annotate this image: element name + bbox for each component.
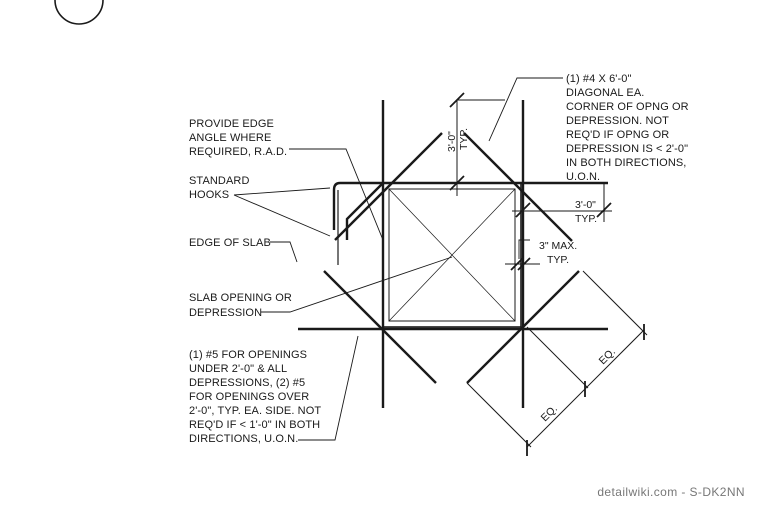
- dim-horizontal-tick-left: [515, 202, 531, 218]
- leader-hooks-2: [233, 194, 331, 237]
- eq-ext-1: [582, 270, 648, 336]
- leader-edge-angle: [289, 148, 384, 241]
- source-credit: detailwiki.com - S-DK2NN: [597, 485, 745, 499]
- dim-max-typ: TYP.: [547, 254, 569, 266]
- eq-ext-3: [466, 382, 532, 448]
- dim-max-tick-1: [510, 257, 524, 271]
- dim-vertical-typ: TYP.: [458, 128, 470, 150]
- diagonal-bar-top-left: [334, 132, 443, 241]
- dim-max-leader: [518, 239, 530, 259]
- standard-hook-bar-end: [332, 181, 346, 230]
- opening-diagonal-2: [388, 188, 516, 322]
- leader-hooks-1: [233, 187, 331, 196]
- leader-diagonal-note: [488, 77, 563, 142]
- note-diagonal-bars: (1) #4 X 6'-0" DIAGONAL EA. CORNER OF OP…: [566, 73, 692, 183]
- dim-horizontal-value: 3'-0": [575, 199, 596, 211]
- dim-vertical-value: 3'-0": [446, 131, 458, 152]
- leader-slab-opening: [261, 256, 453, 313]
- dim-max-tick-2: [517, 257, 531, 271]
- leader-edge-of-slab: [270, 241, 298, 263]
- note-provide-edge-angle: PROVIDE EDGE ANGLE WHERE REQUIRED, R.A.D…: [189, 118, 287, 158]
- diagonal-bar-bottom-left: [323, 270, 437, 384]
- dim-vertical-tick-bottom: [449, 175, 465, 191]
- dim-horizontal-typ: TYP.: [575, 213, 597, 225]
- diagonal-bar-bottom-right: [466, 270, 580, 384]
- leader-rebar-note: [298, 335, 359, 441]
- dim-eq-upper: EQ.: [597, 346, 618, 367]
- diagonal-bar-top-right: [463, 132, 573, 242]
- standard-hook-upper: [345, 182, 384, 240]
- dim-eq-lower: EQ.: [539, 403, 560, 424]
- note-standard-hooks: STANDARD HOOKS: [189, 175, 253, 201]
- note-rebar-sizes: (1) #5 FOR OPENINGS UNDER 2'-0" & ALL DE…: [189, 349, 324, 445]
- note-edge-of-slab: EDGE OF SLAB: [189, 237, 271, 249]
- note-slab-opening: SLAB OPENING OR DEPRESSION: [189, 292, 295, 319]
- eq-ext-2: [526, 326, 589, 389]
- dim-max-value: 3" MAX.: [539, 240, 577, 252]
- detail-bubble-arc: [54, 0, 104, 25]
